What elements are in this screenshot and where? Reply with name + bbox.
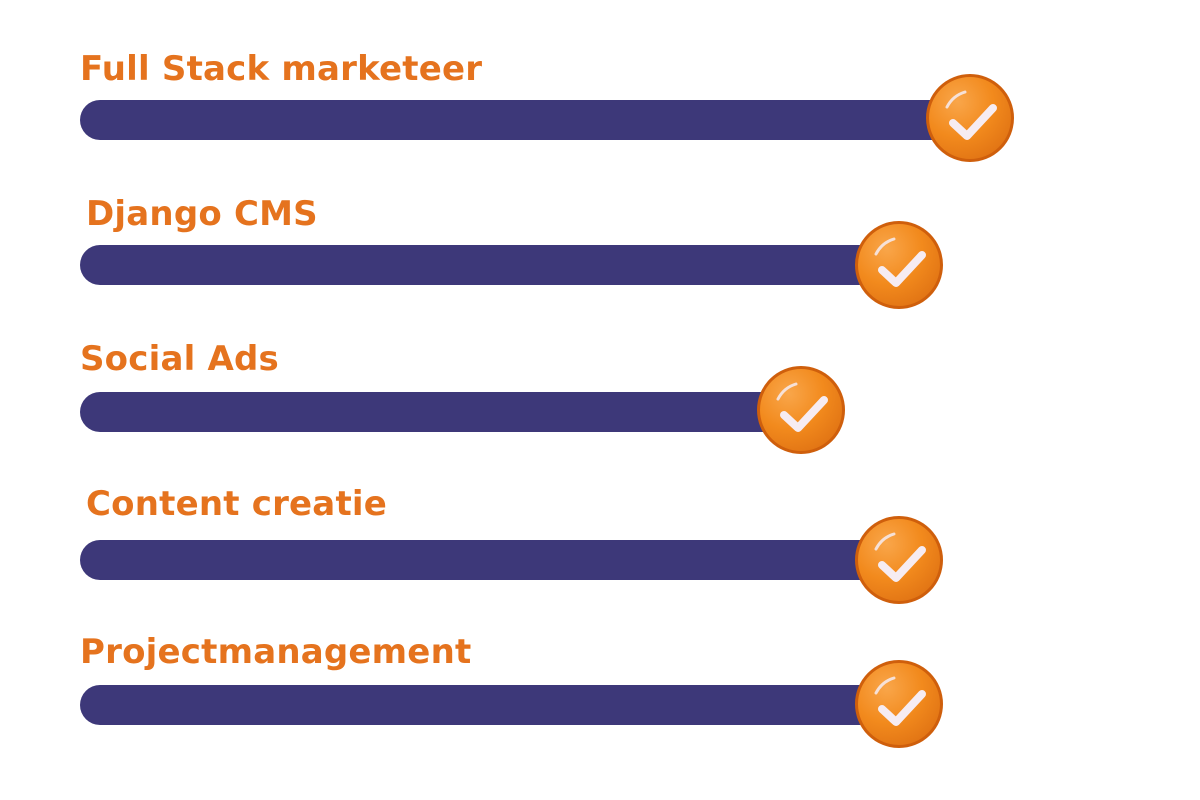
skill-label: Content creatie bbox=[86, 484, 388, 524]
skill-bar bbox=[80, 392, 801, 432]
skill-label: Social Ads bbox=[80, 339, 279, 379]
skill-bar bbox=[80, 100, 970, 140]
check-circle-icon bbox=[855, 221, 943, 309]
skill-django-cms: Django CMS bbox=[0, 192, 1200, 332]
check-circle-icon bbox=[757, 366, 845, 454]
skill-label: Full Stack marketeer bbox=[80, 49, 483, 89]
skill-label: Django CMS bbox=[86, 194, 318, 234]
check-circle-icon bbox=[855, 660, 943, 748]
skill-label: Projectmanagement bbox=[80, 632, 472, 672]
skill-social-ads: Social Ads bbox=[0, 337, 1200, 477]
skill-bar bbox=[80, 685, 899, 725]
skill-full-stack-marketeer: Full Stack marketeer bbox=[0, 47, 1200, 187]
skill-content-creatie: Content creatie bbox=[0, 482, 1200, 622]
skill-projectmanagement: Projectmanagement bbox=[0, 630, 1200, 770]
check-circle-icon bbox=[926, 74, 1014, 162]
skill-bar bbox=[80, 245, 899, 285]
check-circle-icon bbox=[855, 516, 943, 604]
skill-bar bbox=[80, 540, 899, 580]
